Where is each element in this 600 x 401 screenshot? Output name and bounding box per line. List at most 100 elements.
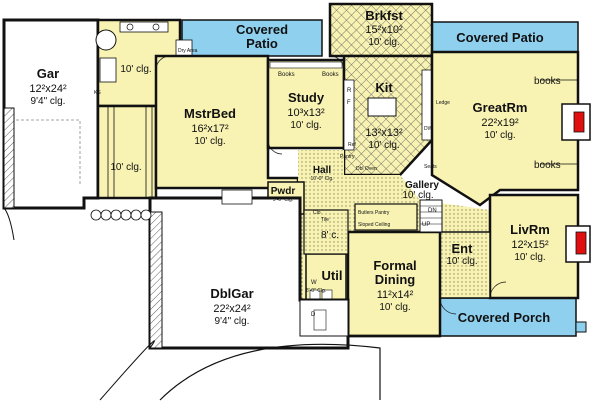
covered-patio-left bbox=[181, 19, 323, 57]
garage-cabinets bbox=[221, 189, 253, 205]
stair-closet bbox=[303, 209, 349, 255]
sink-icon-2 bbox=[152, 23, 160, 31]
garage-interior bbox=[16, 119, 81, 185]
pwdr-ceiling: 9'-0" Clg. bbox=[273, 197, 293, 203]
formal-dining-ceiling: 10' clg. bbox=[379, 302, 410, 313]
kitchen-counter-left bbox=[343, 79, 355, 151]
master-closet-ceiling: 10' clg. bbox=[110, 162, 141, 173]
livrm-ceiling: 10' clg. bbox=[514, 252, 545, 263]
breakfast-area bbox=[328, 2, 434, 58]
greatrm-name: GreatRm bbox=[473, 100, 528, 115]
covered-patio-right-label: Covered Patio bbox=[456, 30, 543, 45]
hall-ceiling: 10'-0" Clg. bbox=[310, 176, 333, 182]
door-swings bbox=[155, 55, 507, 315]
books-great-2: books bbox=[534, 160, 561, 171]
master-bath-ceiling: 10' clg. bbox=[120, 64, 151, 75]
fireplace-living-room-fire bbox=[575, 231, 587, 255]
pantry-label: Pantry bbox=[340, 154, 355, 160]
front-walk bbox=[159, 343, 381, 401]
stair-ceiling: 8' c. bbox=[321, 230, 339, 241]
r-label: R bbox=[347, 88, 352, 94]
gar-name: Gar bbox=[37, 66, 59, 81]
butler-pantry bbox=[354, 203, 418, 231]
ent-name: Ent bbox=[452, 241, 474, 256]
livrm-name: LivRm bbox=[510, 222, 550, 237]
study-shelf bbox=[269, 61, 343, 69]
study-ceiling: 10' clg. bbox=[290, 120, 321, 131]
covered-porch-step bbox=[575, 321, 587, 333]
books-study-1: Books bbox=[278, 72, 295, 78]
garage-side-steps bbox=[313, 309, 327, 331]
greatrm-ceiling: 10' clg. bbox=[484, 130, 515, 141]
up-label: UP bbox=[422, 222, 430, 228]
double-garage-door bbox=[149, 211, 163, 349]
covered-porch-label: Covered Porch bbox=[458, 310, 551, 325]
covered-patio-left-label-2: Patio bbox=[246, 36, 278, 51]
formal-dining-name-2: Dining bbox=[375, 272, 415, 287]
landscaping-shrubs bbox=[90, 209, 152, 221]
ent-ceiling: 10' clg. bbox=[446, 256, 477, 267]
kit-ceiling: 10' clg. bbox=[368, 140, 399, 151]
dblgar-dim: 22²x24² bbox=[213, 303, 251, 315]
mstrbed-ceiling: 10' clg. bbox=[194, 136, 225, 147]
gallery-ceiling: 10' clg. bbox=[402, 190, 433, 201]
dbl-oven-label: Dbl Oven bbox=[356, 166, 377, 172]
books-study-2: Books bbox=[322, 72, 339, 78]
brkfst-ceiling: 10' clg. bbox=[368, 37, 399, 48]
tile-label: Tile bbox=[321, 217, 329, 223]
greatrm-dim: 22²x19² bbox=[481, 117, 519, 129]
stairs bbox=[419, 199, 443, 233]
front-walk-2 bbox=[99, 340, 155, 401]
brkfst-name: Brkfst bbox=[365, 8, 403, 23]
study-dim: 10³x13² bbox=[287, 107, 325, 119]
clo-label: Clo bbox=[313, 210, 321, 216]
fireplace-great-room-fire bbox=[573, 111, 585, 133]
util-ceiling: 8'-0" Clg. bbox=[306, 288, 326, 294]
kitchen-island bbox=[367, 97, 397, 117]
seats-label: Seats bbox=[424, 164, 437, 170]
sink-icon bbox=[126, 23, 134, 31]
single-garage bbox=[2, 18, 100, 210]
kit-dim: 13²x13² bbox=[365, 127, 403, 139]
dblgar-name: DblGar bbox=[210, 286, 253, 301]
formal-dining-dim: 11²x14² bbox=[377, 289, 414, 301]
garage-door-left bbox=[3, 107, 15, 209]
entry-area bbox=[439, 231, 491, 299]
dw-label: DW bbox=[424, 126, 433, 132]
dry-area-label: Dry Area bbox=[178, 48, 198, 54]
butlers-pantry-label: Butlers Pantry bbox=[358, 210, 390, 216]
great-room-area bbox=[430, 50, 580, 207]
brkfst-dim: 15²x10² bbox=[365, 24, 403, 36]
mstrbed-dim: 16²x17² bbox=[191, 123, 229, 135]
d-label: D bbox=[311, 312, 316, 318]
shower bbox=[99, 57, 117, 83]
closet-shelf bbox=[107, 105, 115, 199]
covered-patio-right bbox=[431, 21, 579, 53]
mstrbed-name: MstrBed bbox=[184, 106, 236, 121]
livrm-dim: 12²x15² bbox=[511, 239, 549, 251]
kit-name: Kit bbox=[375, 80, 393, 95]
vanity bbox=[119, 21, 169, 33]
gallery-name: Gallery bbox=[405, 180, 439, 191]
covered-patio-left-label-1: Covered bbox=[236, 22, 288, 37]
dn-label: DN bbox=[428, 208, 437, 214]
w-label: W bbox=[311, 280, 317, 286]
ks-label: KS bbox=[94, 90, 101, 96]
f-label: F bbox=[347, 100, 351, 106]
sloped-ceiling-label: Sloped Ceiling bbox=[358, 222, 390, 228]
gar-dim: 12²x24² bbox=[29, 83, 67, 95]
pwdr-name: Pwdr bbox=[271, 186, 296, 197]
formal-dining-name-1: Formal bbox=[373, 258, 416, 273]
driveway-curve bbox=[3, 207, 15, 241]
master-closet-area bbox=[96, 104, 158, 200]
ledge-label: Ledge bbox=[436, 100, 450, 106]
tub-icon bbox=[95, 29, 117, 51]
util-name: Util bbox=[322, 268, 343, 283]
study-name: Study bbox=[288, 90, 325, 105]
dblgar-ceiling: 9'4" clg. bbox=[215, 316, 250, 327]
books-great-1: books bbox=[534, 76, 561, 87]
gar-ceiling: 9'4" clg. bbox=[31, 96, 66, 107]
hall-name: Hall bbox=[313, 165, 332, 176]
study-area bbox=[266, 58, 346, 150]
